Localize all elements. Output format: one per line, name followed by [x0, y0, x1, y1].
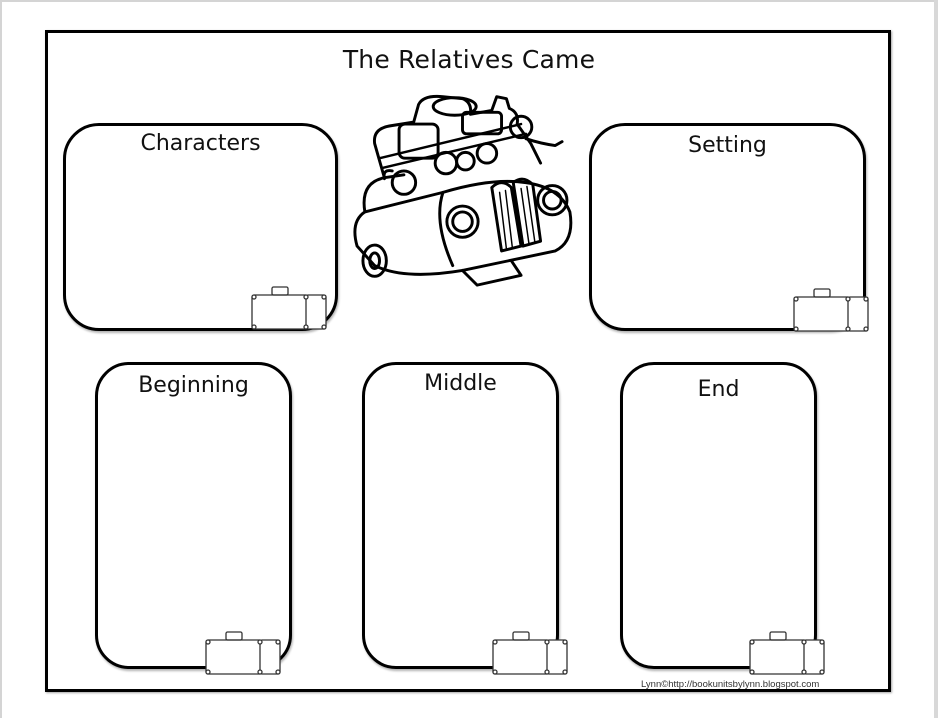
- characters-label: Characters: [140, 131, 261, 156]
- middle-box[interactable]: Middle: [362, 362, 559, 669]
- car-illustration-icon: [353, 94, 573, 287]
- setting-box[interactable]: Setting: [589, 123, 866, 331]
- end-box[interactable]: End: [620, 362, 817, 669]
- suitcase-icon: [251, 286, 327, 330]
- suitcase-icon: [492, 631, 568, 675]
- suitcase-icon: [793, 288, 869, 332]
- worksheet-frame: [45, 30, 891, 692]
- suitcase-icon: [205, 631, 281, 675]
- copyright-footer: Lynn©http://bookunitsbylynn.blogspot.com: [641, 679, 820, 690]
- end-label: End: [697, 377, 740, 402]
- setting-label: Setting: [688, 133, 767, 158]
- beginning-box[interactable]: Beginning: [95, 362, 292, 669]
- page-edge: [0, 0, 938, 2]
- page-edge: [934, 0, 938, 718]
- beginning-label: Beginning: [138, 373, 249, 398]
- middle-label: Middle: [424, 371, 497, 396]
- worksheet-title: The Relatives Came: [342, 45, 596, 74]
- page-edge: [0, 0, 2, 718]
- suitcase-icon: [749, 631, 825, 675]
